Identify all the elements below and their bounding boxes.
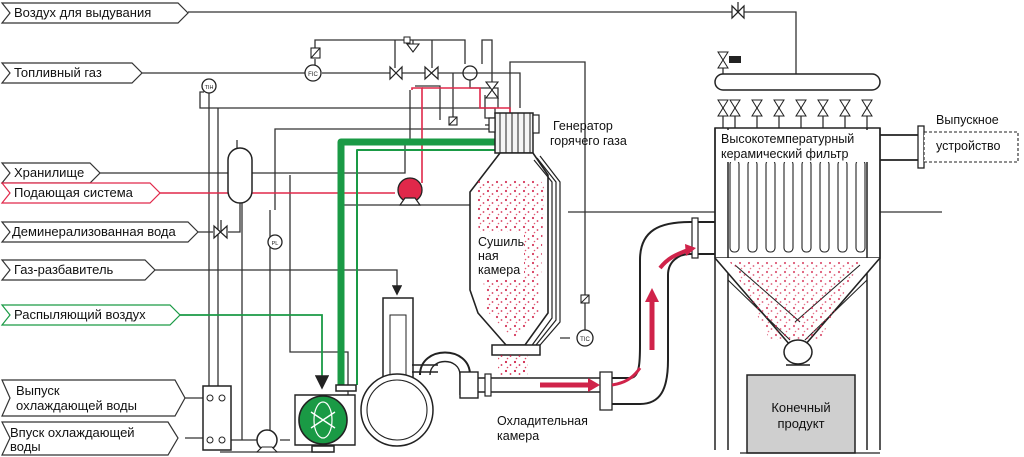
input-label-cooling-out-2: охлаждающей воды — [16, 398, 137, 413]
dryer-label-3: камера — [478, 263, 520, 277]
final-product-bin: Конечный продукт — [746, 374, 856, 454]
hot-gas-generator — [485, 112, 540, 154]
cooler-label-2: камера — [497, 429, 539, 443]
input-tag-dilution-gas: Газ-разбавитель — [0, 259, 156, 281]
filter-label-1: Высокотемпературный — [721, 132, 854, 146]
storage-vessel — [227, 147, 253, 204]
pressure-regulator[interactable] — [462, 65, 478, 81]
valve-fuel-2[interactable] — [424, 65, 439, 81]
exhaust-label-1: Выпускное — [936, 113, 999, 127]
cyclone — [360, 351, 600, 447]
temperature-indicator[interactable]: TIH — [201, 78, 217, 94]
cooler-label-1: Охладительная — [497, 414, 588, 428]
product-label-1: Конечный — [771, 400, 830, 415]
atomizer-blower[interactable] — [294, 384, 357, 453]
valve-demin-water[interactable] — [213, 220, 228, 240]
valve-blow-air[interactable] — [731, 2, 745, 20]
filter-label-2: керамический фильтр — [721, 147, 848, 161]
dryer-label-2: ная — [478, 249, 499, 263]
input-label-atomizing-air: Распыляющий воздух — [14, 307, 146, 322]
input-tag-blow-air: Воздух для выдувания — [0, 2, 189, 24]
valve-fuel-1[interactable] — [389, 65, 403, 81]
generator-label-2: горячего газа — [550, 134, 627, 148]
input-label-feed: Подающая система — [14, 185, 134, 200]
cooling-chamber — [540, 217, 715, 411]
input-label-storage: Хранилище — [14, 165, 84, 180]
feed-pump[interactable] — [397, 177, 423, 206]
atomizing-air-line — [180, 138, 495, 390]
temperature-controller[interactable]: TIC — [576, 294, 594, 347]
input-tag-cooling-out: Выпуск охлаждающей воды — [1, 379, 186, 417]
ti-tag: TIH — [205, 85, 214, 91]
fc-tag: FIC — [308, 72, 318, 78]
tc-tag: TIC — [580, 337, 590, 343]
pressure-indicator[interactable]: PL — [267, 234, 283, 250]
exhaust-label-2: устройство — [936, 139, 1000, 153]
feed-line — [160, 87, 511, 194]
valve-top-small[interactable] — [403, 36, 421, 53]
cooling-water-pump[interactable] — [255, 429, 279, 453]
input-label-cooling-out-1: Выпуск — [16, 383, 60, 398]
input-tag-fuel-gas: Топливный газ — [0, 62, 143, 84]
dryer-label-1: Сушиль — [478, 235, 524, 249]
input-tag-atomizing-air: Распыляющий воздух — [0, 304, 181, 326]
filter-label-box: Высокотемпературный керамический фильтр — [718, 130, 878, 162]
input-label-cooling-in-1: Впуск охлаждающей — [10, 425, 135, 440]
input-label-blow-air: Воздух для выдувания — [14, 5, 151, 20]
pi-tag: PL — [272, 241, 279, 247]
valve-gas-secondary[interactable] — [484, 81, 500, 99]
generator-label-1: Генератор — [553, 119, 613, 133]
filter-top-valve[interactable] — [717, 51, 741, 69]
input-label-demin-water: Деминерализованная вода — [12, 224, 177, 239]
input-tag-storage: Хранилище — [0, 162, 101, 184]
drying-chamber-label: Сушиль ная камера — [474, 232, 524, 280]
small-control-box — [448, 116, 458, 126]
input-tag-feed: Подающая система — [0, 182, 161, 204]
filter-pulse-valves[interactable] — [717, 99, 873, 117]
input-tag-demin-water: Деминерализованная вода — [0, 221, 199, 243]
flow-controller[interactable]: FIC — [304, 47, 322, 82]
exhaust-outlet — [880, 125, 1019, 169]
input-label-fuel-gas: Топливный газ — [14, 65, 102, 80]
input-label-cooling-in-2: воды — [10, 439, 41, 454]
input-label-dilution-gas: Газ-разбавитель — [14, 262, 114, 277]
heat-exchanger — [202, 385, 232, 451]
input-tag-cooling-in: Впуск охлаждающей воды — [1, 421, 179, 456]
product-label-2: продукт — [777, 416, 824, 431]
